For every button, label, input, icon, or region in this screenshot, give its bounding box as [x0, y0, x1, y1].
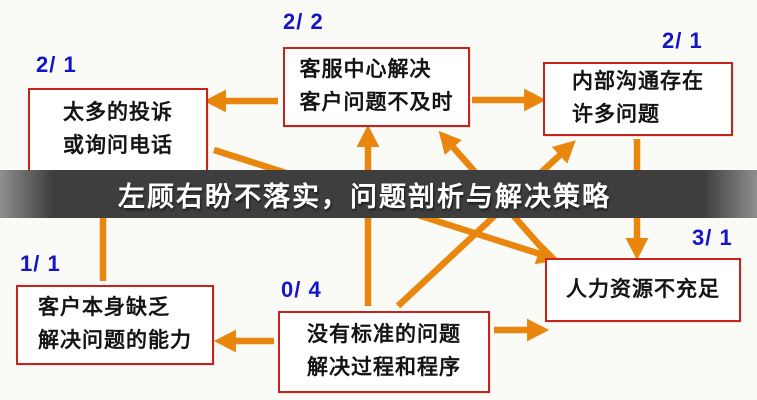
node-hr-label: 人力资源不充足 [566, 277, 720, 301]
node-hr: 人力资源不充足 [545, 258, 741, 322]
node-customer: 客户本身缺乏 解决问题的能力 [16, 285, 214, 365]
score-process: 0/ 4 [281, 277, 322, 302]
node-communication-label: 内部沟通存在 许多问题 [572, 70, 704, 126]
node-service: 客服中心解决 客户问题不及时 [283, 47, 470, 127]
node-process-label: 没有标准的问题 解决过程和程序 [307, 323, 461, 379]
score-customer: 1/ 1 [20, 251, 61, 276]
node-customer-label: 客户本身缺乏 解决问题的能力 [38, 296, 192, 352]
node-communication: 内部沟通存在 许多问题 [543, 62, 733, 136]
score-communication: 2/ 1 [662, 28, 703, 53]
node-complaints: 太多的投诉 或询问电话 [28, 88, 208, 172]
node-process: 没有标准的问题 解决过程和程序 [278, 311, 490, 393]
node-service-label: 客服中心解决 客户问题不及时 [299, 58, 454, 114]
score-hr: 3/ 1 [692, 225, 733, 250]
score-service: 2/ 2 [283, 9, 324, 34]
score-complaints: 2/ 1 [36, 52, 77, 77]
title-banner: 左顾右盼不落实，问题剖析与解决策略 [0, 170, 757, 218]
banner-title: 左顾右盼不落实，问题剖析与解决策略 [118, 181, 611, 212]
node-complaints-label: 太多的投诉 或询问电话 [63, 101, 173, 157]
